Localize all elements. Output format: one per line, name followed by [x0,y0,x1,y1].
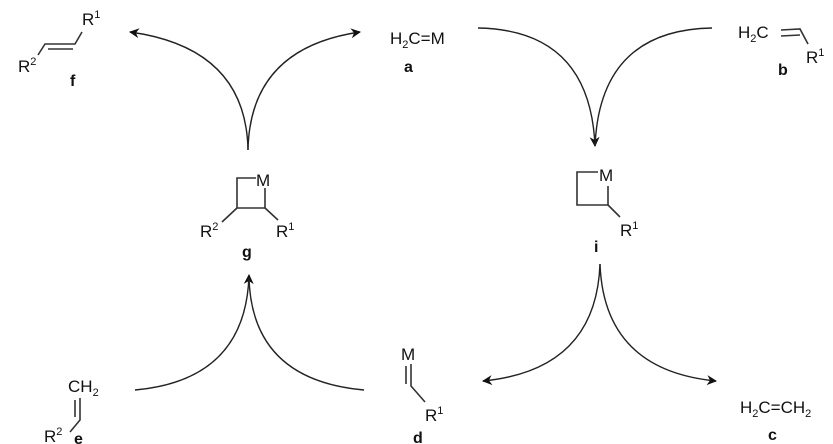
arrow-d-to-g [248,277,365,391]
d-metal: M [401,345,415,364]
arrow-i-to-d [482,263,601,386]
label-a: a [404,59,413,76]
e-ch2: CH2 [68,377,99,399]
compound-i: M R1 i [576,166,638,256]
arrow-g-to-f [129,28,249,151]
label-g: g [242,244,252,261]
compound-g: M R2 R1 g [200,171,294,261]
f-r1: R1 [82,9,100,29]
compound-d: M R1 d [401,345,443,444]
compound-c: H2C=CH2 c [740,398,811,444]
arrow-a-to-i [477,27,600,147]
arrow-g-to-a [247,28,361,151]
b-r1: R1 [806,47,824,67]
g-metal: M [256,171,270,190]
c-formula: H2C=CH2 [740,398,811,420]
f-r2: R2 [18,56,36,76]
arrow-b-to-i [594,27,713,147]
d-r1: R1 [425,405,443,425]
label-c: c [768,427,777,444]
arrow-e-to-g [134,274,254,391]
i-metal: M [599,166,613,185]
i-r1: R1 [620,220,638,240]
e-r2: R2 [44,426,62,444]
label-i: i [594,239,598,256]
compound-e: CH2 R2 e [44,377,99,444]
g-r1: R1 [276,221,294,241]
a-formula: H2C=M [390,29,445,51]
arrow-i-to-c [599,263,717,386]
compound-b: H2C R1 b [738,23,824,79]
label-b: b [778,62,788,79]
compound-f: R1 R2 f [18,9,100,90]
g-r2: R2 [200,221,218,241]
b-formula: H2C [738,23,769,45]
label-e: e [74,431,83,444]
compound-a: H2C=M a [390,29,445,76]
label-d: d [413,430,423,444]
label-f: f [70,73,76,90]
